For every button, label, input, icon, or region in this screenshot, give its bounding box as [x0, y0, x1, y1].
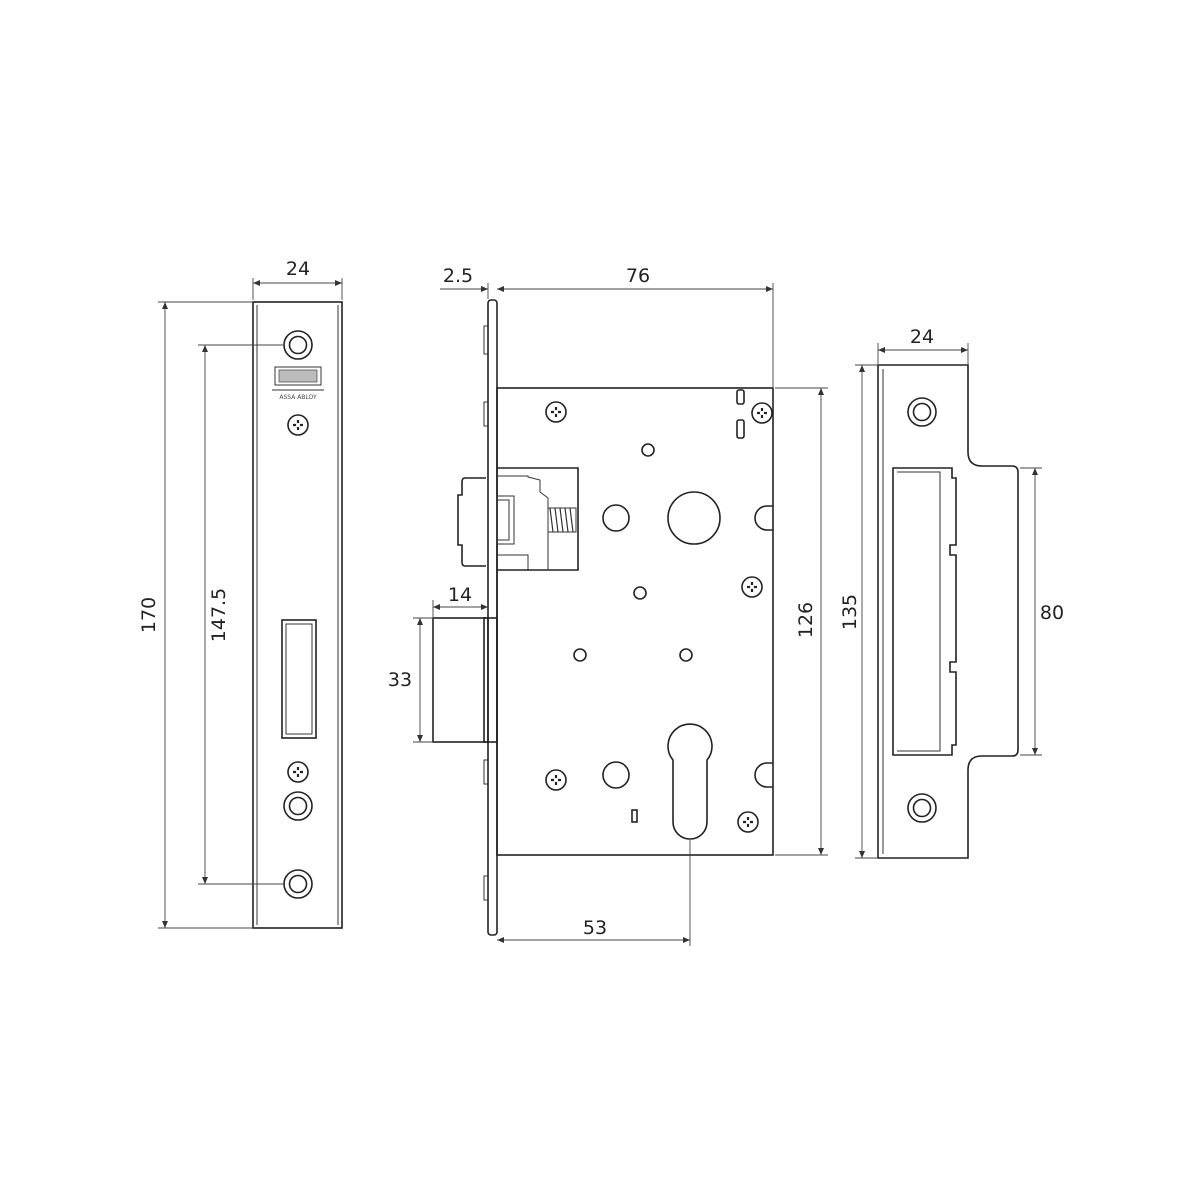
- dimension-label: 24: [910, 326, 934, 348]
- faceplate: ASSA ABLOY: [252, 301, 343, 929]
- screw-icon: [740, 575, 764, 599]
- dimension-strike-height: 135: [839, 364, 877, 859]
- deadbolt: [432, 617, 498, 743]
- fixing-hole: [907, 397, 937, 427]
- dimension-label: 76: [626, 265, 650, 287]
- plate-countersinks: [483, 325, 488, 901]
- dimension-backset: 53: [497, 840, 691, 946]
- fixing-hole: [283, 869, 313, 899]
- faceplate-outline: [252, 301, 343, 929]
- fixing-hole: [283, 330, 313, 360]
- dimension-plate-thickness: 2.5: [440, 265, 489, 299]
- screw-icon: [736, 810, 760, 834]
- lock-case: [496, 387, 774, 856]
- dimension-faceplate-height: 170: [138, 301, 252, 929]
- dimension-label: 147.5: [208, 588, 230, 642]
- bolt-slot: [281, 619, 317, 739]
- screw-icon: [286, 760, 310, 784]
- latch-bolt: [457, 467, 579, 571]
- dimension-case-depth: 76: [497, 265, 774, 387]
- screw-icon: [544, 768, 568, 792]
- dimension-label: 170: [138, 597, 160, 633]
- dimension-label: 2.5: [443, 265, 473, 287]
- dimension-hole-spacing: 147.5: [198, 344, 284, 885]
- lock-body: [432, 299, 774, 936]
- fixing-hole: [907, 793, 937, 823]
- dimension-case-height: 126: [775, 387, 828, 856]
- dimension-label: 33: [388, 669, 412, 691]
- dimension-strike-width: 24: [877, 326, 969, 364]
- union-logo: ASSA ABLOY: [272, 366, 324, 401]
- dimension-label: 80: [1040, 602, 1064, 624]
- strike-opening: [892, 467, 957, 756]
- dimension-label: 24: [286, 258, 310, 280]
- dimension-deadbolt-throw: 14: [432, 584, 488, 617]
- dimension-label: 14: [448, 584, 472, 606]
- case-holes: [573, 389, 773, 823]
- dimension-strike-opening: 80: [1020, 467, 1064, 756]
- cylinder-hole: [667, 723, 713, 840]
- strike-plate: [877, 364, 1019, 859]
- dimension-label: 135: [839, 594, 861, 630]
- dimension-label: 53: [583, 917, 607, 939]
- svg-text:ASSA ABLOY: ASSA ABLOY: [279, 394, 317, 401]
- screw-icon: [286, 413, 310, 437]
- screw-icon: [750, 401, 774, 425]
- dimension-deadbolt-height: 33: [388, 617, 432, 743]
- screw-icon: [544, 400, 568, 424]
- fixing-hole: [283, 791, 313, 821]
- dimension-faceplate-width: 24: [252, 258, 343, 300]
- dimension-label: 126: [795, 602, 817, 638]
